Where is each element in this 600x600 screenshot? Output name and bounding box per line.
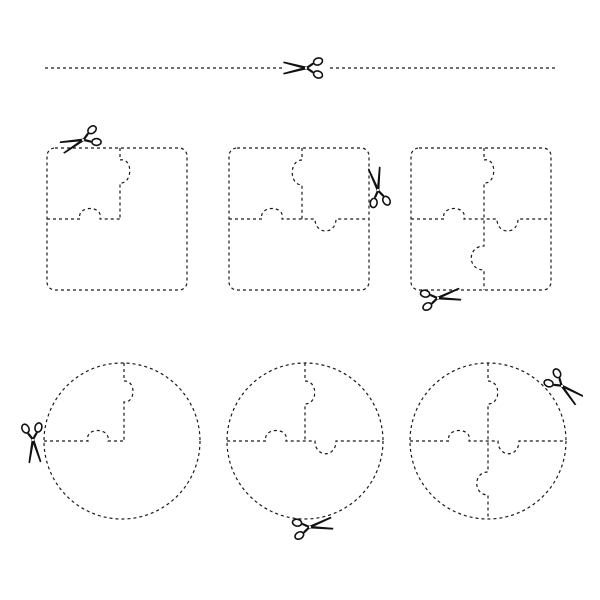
scissors-icon bbox=[418, 282, 464, 313]
scissors-icon bbox=[290, 511, 336, 542]
square-puzzle-four-pieces bbox=[410, 147, 552, 313]
scissors-icon bbox=[282, 55, 325, 81]
circle-puzzle-two-pieces bbox=[19, 362, 201, 520]
scissors-icon bbox=[56, 122, 105, 160]
circle-puzzle-four-pieces bbox=[409, 362, 588, 520]
square-puzzle-three-pieces bbox=[228, 147, 393, 291]
scissors-icon bbox=[19, 420, 48, 465]
circle-puzzle-three-pieces bbox=[226, 362, 384, 542]
square-puzzle-two-pieces bbox=[46, 122, 188, 291]
scissors-icon bbox=[362, 164, 393, 210]
scissors-icon bbox=[540, 365, 588, 411]
cut-line bbox=[45, 55, 556, 81]
